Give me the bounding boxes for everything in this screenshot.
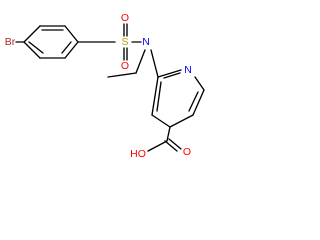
molecule-diagram: Br S O O N N O HO [5,12,205,160]
oxygen-top-label: O [121,12,129,24]
bromine-label: Br [5,36,16,48]
pyridine-ring [151,69,205,128]
bond-carboxyl-oxygen-a [164,140,178,152]
oxygen-bottom-label: O [121,60,129,72]
bond-nitrogen-ethyl [135,49,146,74]
bond-nitrogen-pyridine [150,49,159,78]
sulfur-label: S [121,36,128,48]
hydroxyl-label: HO [130,148,146,160]
bond-ring-carboxyl [166,126,171,142]
bond-carboxyl-hydroxyl [147,140,168,152]
bond-carboxyl-oxygen-b [168,138,182,150]
pyridine-nitrogen-label: N [184,64,192,76]
amine-nitrogen-label: N [142,36,150,48]
acid-oxygen-label: O [183,146,191,158]
chemical-structure-canvas: Br S O O N N O HO [0,0,216,173]
bromophenyl-ring [23,25,79,59]
bond-ethyl [107,72,137,78]
